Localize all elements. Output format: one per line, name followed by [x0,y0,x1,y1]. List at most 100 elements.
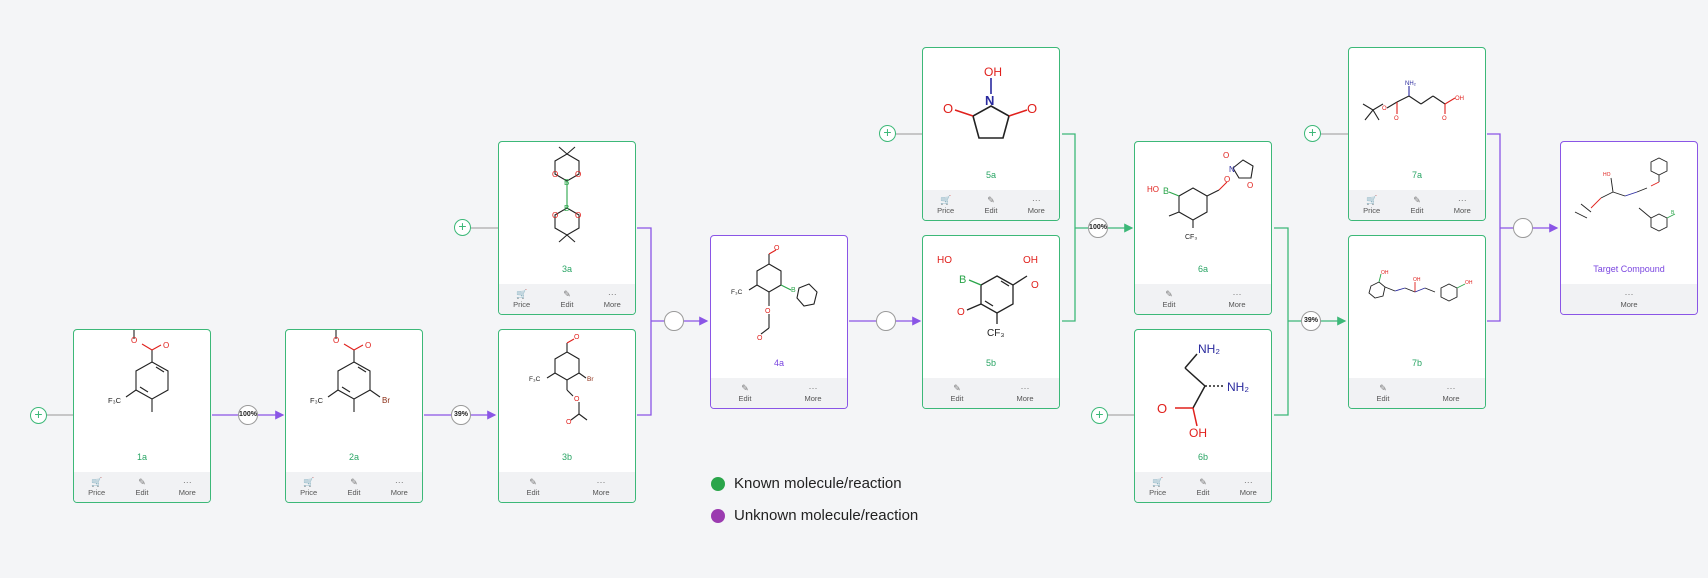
molecule-card-4a[interactable]: O F₃C B O O 4a ✎Edit ···More [710,235,848,409]
svg-text:OH: OH [1023,255,1038,266]
svg-text:F₃C: F₃C [529,376,541,383]
molecule-card-6a[interactable]: HO B O N O O CF₃ 6a ✎Edit ···More [1134,141,1272,315]
svg-text:O: O [1442,116,1447,122]
more-icon: ··· [1457,195,1467,205]
edit-button[interactable]: ✎Edit [560,289,574,309]
more-button[interactable]: ···More [1016,383,1034,403]
more-button[interactable]: ···More [1620,289,1638,309]
edit-button[interactable]: ✎Edit [347,477,361,497]
molecule-card-2a[interactable]: O O F₃C Br 2a 🛒Price ✎Edit ···More [285,329,423,503]
molecule-label: 7a [1411,170,1422,180]
card-actions: 🛒Price ✎Edit ···More [74,472,210,502]
molecule-card-3a[interactable]: O O B B O O 3a 🛒Price ✎Edit ···More [498,141,636,315]
more-button[interactable]: ···More [592,477,610,497]
edit-button[interactable]: ✎Edit [1410,195,1424,215]
svg-text:B: B [564,178,569,187]
card-actions: ✎Edit ···More [711,378,847,408]
molecule-card-6b[interactable]: NH₂ NH₂ O OH 6b 🛒Price ✎Edit ···More [1134,329,1272,503]
edit-button[interactable]: ✎Edit [1162,289,1176,309]
molecule-label: 3b [561,452,572,462]
svg-text:O: O [765,308,771,315]
more-icon: ··· [607,289,617,299]
molecule-card-5b[interactable]: HO B O OH O CF₃ 5b ✎Edit ···More [922,235,1060,409]
svg-text:O: O [774,245,780,252]
reaction-node-3[interactable] [664,311,684,331]
molecule-label: Target Compound [1593,264,1665,274]
more-button[interactable]: ···More [1228,289,1246,309]
edit-button[interactable]: ✎Edit [1376,383,1390,403]
edit-button[interactable]: ✎Edit [526,477,540,497]
molecule-card-3b[interactable]: O F₃C Br O O 3b ✎Edit ···More [498,329,636,503]
more-button[interactable]: ···More [1442,383,1460,403]
more-button[interactable]: ···More [1027,195,1045,215]
svg-text:Br: Br [587,376,594,383]
add-precursor-1a-button[interactable]: + [30,407,47,424]
svg-text:OH: OH [1413,277,1421,283]
svg-text:HO: HO [1603,172,1611,178]
add-precursor-7a-button[interactable]: + [1304,125,1321,142]
edit-icon: ✎ [138,477,146,487]
svg-text:O: O [1394,116,1399,122]
add-precursor-6b-button[interactable]: + [1091,407,1108,424]
cart-icon: 🛒 [940,195,952,205]
svg-text:CF₃: CF₃ [1185,234,1197,241]
target-compound-card[interactable]: HO B Target Compound ···More [1560,141,1698,315]
molecule-label: 7b [1411,358,1422,368]
known-dot [711,476,725,491]
more-button[interactable]: ···More [804,383,822,403]
molecule-structure: O O F₃C [108,330,169,412]
add-precursor-5a-button[interactable]: + [879,125,896,142]
cart-icon: 🛒 [1366,195,1378,205]
svg-text:B: B [959,274,966,286]
reaction-node-7[interactable] [1513,218,1533,238]
add-precursor-3a-button[interactable]: + [454,219,471,236]
svg-text:O: O [131,336,137,345]
molecule-structure: O O B B O O [552,146,581,243]
price-button[interactable]: 🛒Price [513,289,531,309]
more-button[interactable]: ···More [1453,195,1471,215]
price-button[interactable]: 🛒Price [88,477,106,497]
svg-text:F₃C: F₃C [108,396,122,405]
svg-text:B: B [1163,186,1169,196]
svg-text:O: O [1223,151,1229,160]
more-icon: ··· [596,477,606,487]
molecule-structure: NH₂ NH₂ O OH [1157,342,1249,440]
molecule-card-7b[interactable]: OH OH OH 7b ✎Edit ···More [1348,235,1486,409]
svg-text:F₃C: F₃C [310,396,324,405]
more-icon: ··· [808,383,818,393]
more-button[interactable]: ···More [603,289,621,309]
svg-text:CF₃: CF₃ [987,328,1004,339]
reaction-node-5[interactable]: 100% [1088,218,1108,238]
reaction-node-6[interactable]: 39% [1301,311,1321,331]
edit-button[interactable]: ✎Edit [984,195,998,215]
svg-text:O: O [1031,280,1039,291]
molecule-structure: OH N O O [943,65,1037,139]
more-button[interactable]: ···More [390,477,408,497]
edit-icon: ✎ [350,477,358,487]
price-button[interactable]: 🛒Price [1363,195,1381,215]
reaction-node-4[interactable] [876,311,896,331]
price-button[interactable]: 🛒Price [1149,477,1167,497]
reaction-node-2[interactable]: 39% [451,405,471,425]
molecule-card-5a[interactable]: OH N O O 5a 🛒Price ✎Edit ···More [922,47,1060,221]
edit-button[interactable]: ✎Edit [135,477,149,497]
price-button[interactable]: 🛒Price [937,195,955,215]
more-button[interactable]: ···More [178,477,196,497]
molecule-structure: O F₃C Br O O [529,334,594,426]
legend-known-label: Known molecule/reaction [734,475,902,492]
molecule-card-1a[interactable]: O O F₃C 1a 🛒Price ✎Edit ···More [73,329,211,503]
molecule-card-7a[interactable]: O O NH₂ O OH 7a 🛒Price ✎Edit ···More [1348,47,1486,221]
more-button[interactable]: ···More [1239,477,1257,497]
more-icon: ··· [182,477,192,487]
edit-button[interactable]: ✎Edit [1196,477,1210,497]
price-button[interactable]: 🛒Price [300,477,318,497]
svg-text:O: O [575,211,581,220]
svg-text:OH: OH [984,65,1002,79]
cart-icon: 🛒 [1152,477,1164,487]
svg-text:O: O [1157,401,1167,416]
reaction-node-1[interactable]: 100% [238,405,258,425]
edit-button[interactable]: ✎Edit [738,383,752,403]
svg-text:O: O [957,307,965,318]
unknown-dot [711,508,725,523]
edit-button[interactable]: ✎Edit [950,383,964,403]
